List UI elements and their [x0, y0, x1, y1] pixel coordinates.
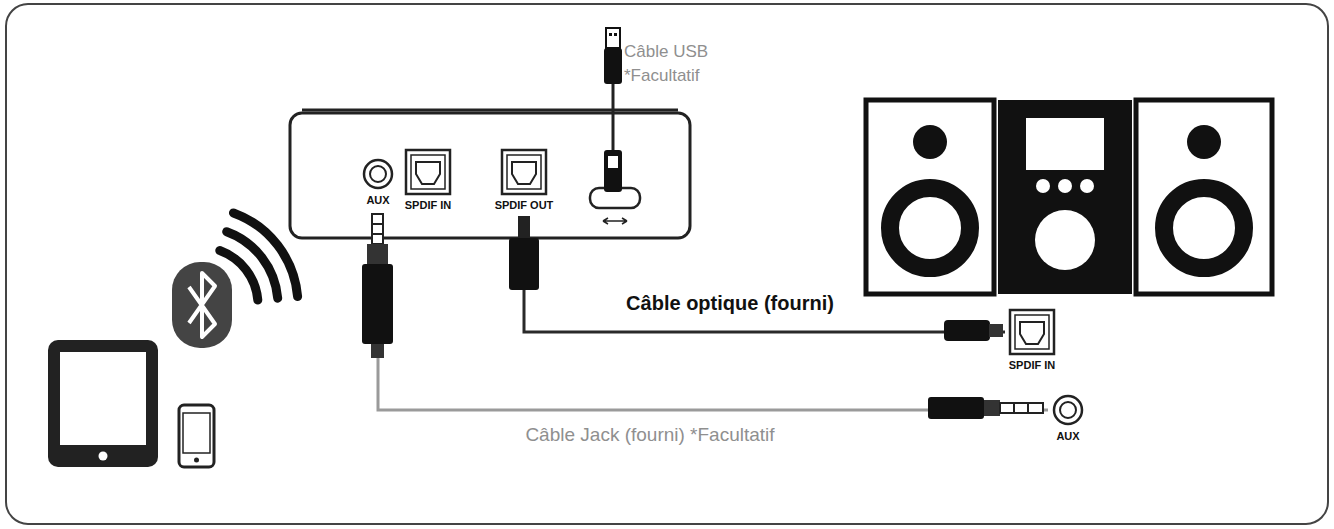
cable-label: Câble optique (fourni)	[623, 292, 837, 315]
port-label: SPDIF IN	[401, 199, 455, 212]
jack-plug	[928, 397, 1043, 419]
tablet	[48, 340, 158, 467]
optical-socket	[1008, 308, 1056, 356]
bluetooth-adapter	[290, 110, 690, 238]
port-box: AUX	[358, 157, 398, 207]
optical-plug	[509, 216, 539, 290]
port-label: AUX	[358, 194, 398, 207]
cable-label: Câble Jack (fourni) *Facultatif	[522, 424, 777, 446]
port-box: SPDIF IN	[1005, 308, 1059, 372]
cable-note: Câble USB *Facultatif	[624, 40, 736, 88]
jack-socket	[1051, 393, 1085, 427]
port-box: SPDIF IN	[401, 148, 455, 212]
jack-socket	[361, 157, 395, 191]
port-label: AUX	[1048, 430, 1088, 443]
frame	[6, 4, 1328, 524]
bluetooth-icon	[172, 213, 298, 348]
port-label: SPDIF IN	[1005, 359, 1059, 372]
usb-cable	[604, 28, 622, 192]
jack-plug	[362, 214, 393, 358]
optical-socket	[500, 148, 548, 196]
phone	[179, 405, 214, 467]
port-box: SPDIF OUT	[492, 148, 557, 212]
port-label: SPDIF OUT	[492, 199, 557, 212]
hifi-system	[866, 100, 1272, 294]
optical-socket	[404, 148, 452, 196]
port-box: AUX	[1048, 393, 1088, 443]
optical-plug	[944, 320, 1003, 341]
